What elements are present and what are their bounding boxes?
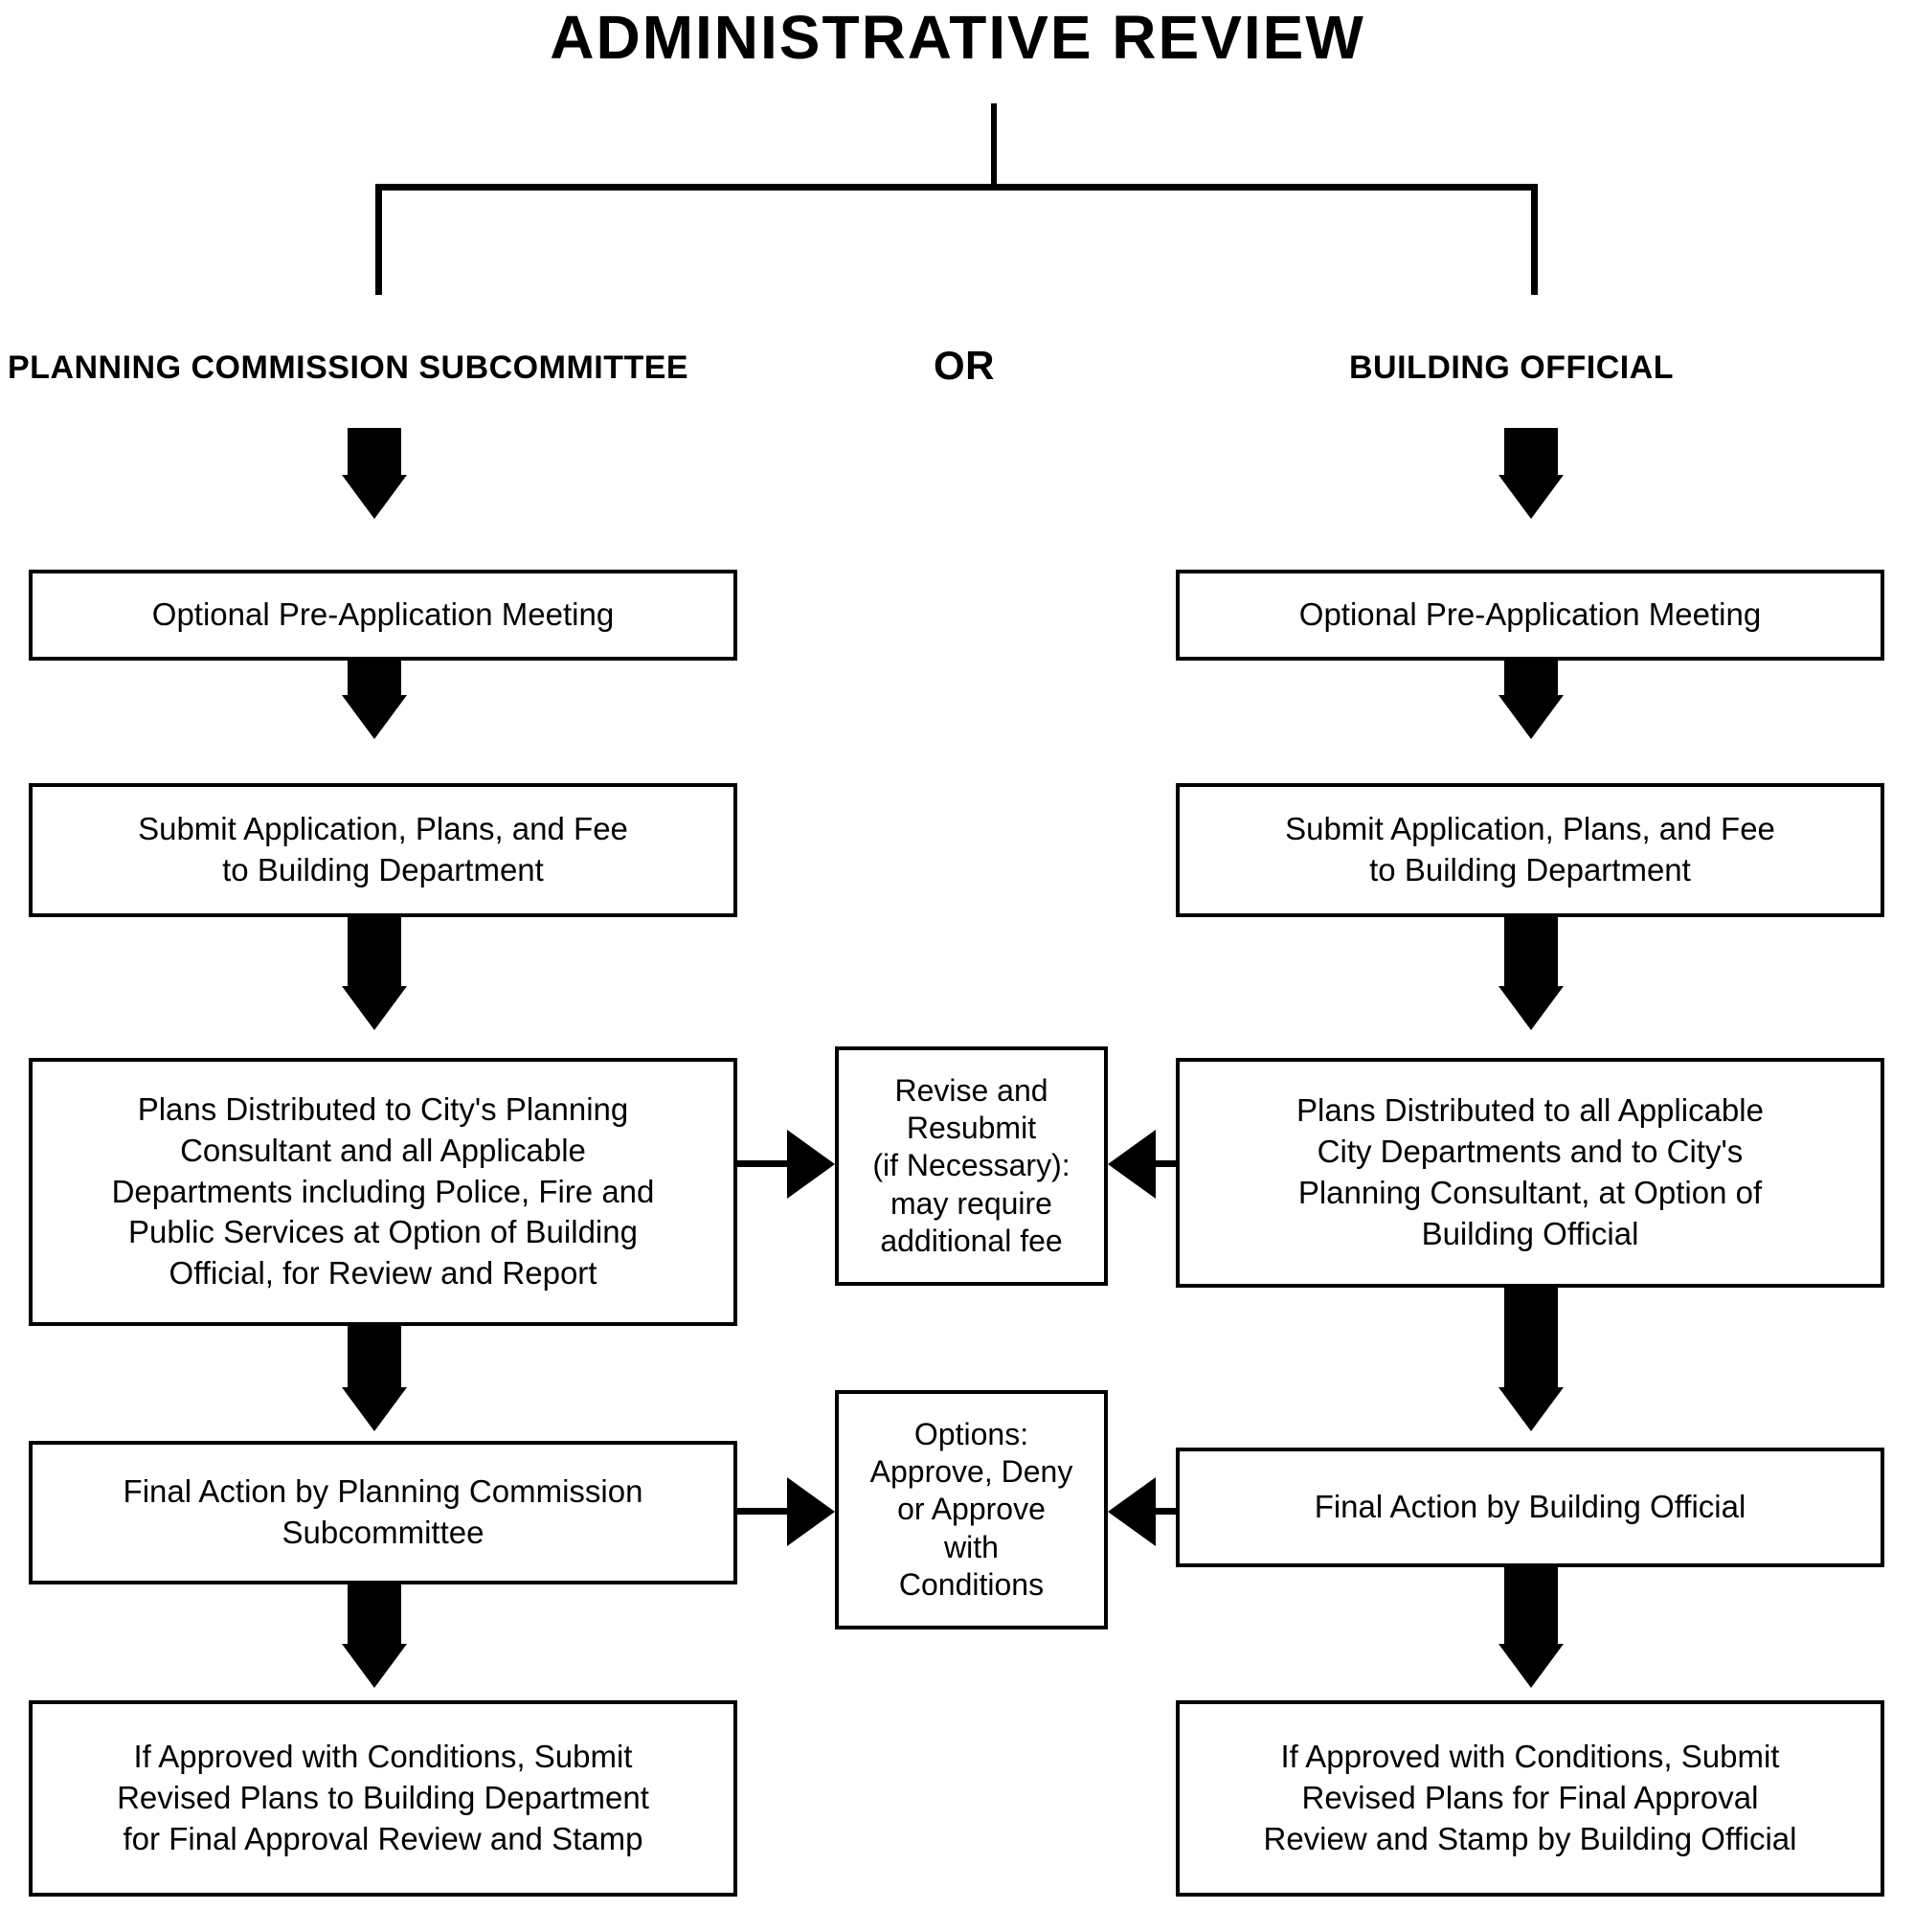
box-label: Final Action by Planning Commission Subc… [123, 1473, 643, 1550]
down-arrow-shaft-right-0 [1504, 428, 1558, 475]
down-arrow-head-right-4 [1498, 1644, 1564, 1688]
left-arrow-head-right-to-revise [1108, 1130, 1156, 1199]
box-left-final-action[interactable]: Final Action by Planning Commission Subc… [29, 1441, 737, 1584]
column-header-or: OR [934, 343, 995, 388]
down-arrow-head-right-1 [1498, 695, 1564, 739]
box-right-submit-application[interactable]: Submit Application, Plans, and Fee to Bu… [1176, 783, 1884, 917]
page-title: ADMINISTRATIVE REVIEW [550, 3, 1365, 72]
box-right-final-action[interactable]: Final Action by Building Official [1176, 1448, 1884, 1567]
down-arrow-head-left-4 [342, 1644, 407, 1688]
down-arrow-shaft-right-2 [1504, 917, 1558, 988]
branch-horizontal-line [375, 184, 1538, 191]
left-arrow-head-right-to-options [1108, 1477, 1156, 1546]
down-arrow-head-right-2 [1498, 986, 1564, 1030]
down-arrow-shaft-left-3 [348, 1326, 401, 1389]
box-label: Submit Application, Plans, and Fee to Bu… [1285, 811, 1775, 887]
box-left-plans-distributed[interactable]: Plans Distributed to City's Planning Con… [29, 1058, 737, 1326]
box-label: Plans Distributed to City's Planning Con… [111, 1090, 655, 1292]
down-arrow-head-left-2 [342, 986, 407, 1030]
down-arrow-shaft-right-1 [1504, 661, 1558, 697]
branch-drop-left [375, 184, 382, 295]
connector-line-left-to-revise [737, 1160, 795, 1167]
column-header-building-official: BUILDING OFFICIAL [1349, 349, 1675, 386]
right-arrow-head-left-to-revise [787, 1130, 835, 1199]
down-arrow-head-left-1 [342, 695, 407, 739]
box-label: Final Action by Building Official [1314, 1489, 1746, 1525]
right-arrow-head-left-to-options [787, 1477, 835, 1546]
box-label: Options: Approve, Deny or Approve with C… [869, 1417, 1073, 1602]
box-label: Optional Pre-Application Meeting [1298, 596, 1762, 633]
box-center-revise-and-resubmit[interactable]: Revise and Resubmit (if Necessary): may … [835, 1046, 1108, 1286]
down-arrow-head-right-0 [1498, 475, 1564, 519]
down-arrow-shaft-right-4 [1504, 1567, 1558, 1646]
box-label: Revise and Resubmit (if Necessary): may … [872, 1073, 1070, 1258]
down-arrow-shaft-left-2 [348, 917, 401, 988]
connector-line-left-to-options [737, 1508, 795, 1515]
column-header-planning-commission: PLANNING COMMISSION SUBCOMMITTEE [8, 349, 689, 386]
down-arrow-head-right-3 [1498, 1387, 1564, 1431]
down-arrow-shaft-left-0 [348, 428, 401, 475]
box-center-options[interactable]: Options: Approve, Deny or Approve with C… [835, 1390, 1108, 1629]
box-label: If Approved with Conditions, Submit Revi… [117, 1739, 649, 1856]
box-label: If Approved with Conditions, Submit Revi… [1263, 1739, 1797, 1856]
box-label: Plans Distributed to all Applicable City… [1296, 1092, 1764, 1251]
branch-drop-right [1531, 184, 1538, 295]
box-label: Submit Application, Plans, and Fee to Bu… [138, 811, 628, 887]
down-arrow-head-left-0 [342, 475, 407, 519]
box-left-optional-pre-application-meeting[interactable]: Optional Pre-Application Meeting [29, 570, 737, 661]
box-right-if-approved-with-conditions[interactable]: If Approved with Conditions, Submit Revi… [1176, 1700, 1884, 1897]
down-arrow-shaft-right-3 [1504, 1288, 1558, 1389]
box-right-optional-pre-application-meeting[interactable]: Optional Pre-Application Meeting [1176, 570, 1884, 661]
down-arrow-head-left-3 [342, 1387, 407, 1431]
box-left-if-approved-with-conditions[interactable]: If Approved with Conditions, Submit Revi… [29, 1700, 737, 1897]
down-arrow-shaft-left-4 [348, 1584, 401, 1646]
box-label: Optional Pre-Application Meeting [151, 596, 615, 633]
down-arrow-shaft-left-1 [348, 661, 401, 697]
box-right-plans-distributed[interactable]: Plans Distributed to all Applicable City… [1176, 1058, 1884, 1288]
title-stem-line [991, 103, 997, 188]
box-left-submit-application[interactable]: Submit Application, Plans, and Fee to Bu… [29, 783, 737, 917]
